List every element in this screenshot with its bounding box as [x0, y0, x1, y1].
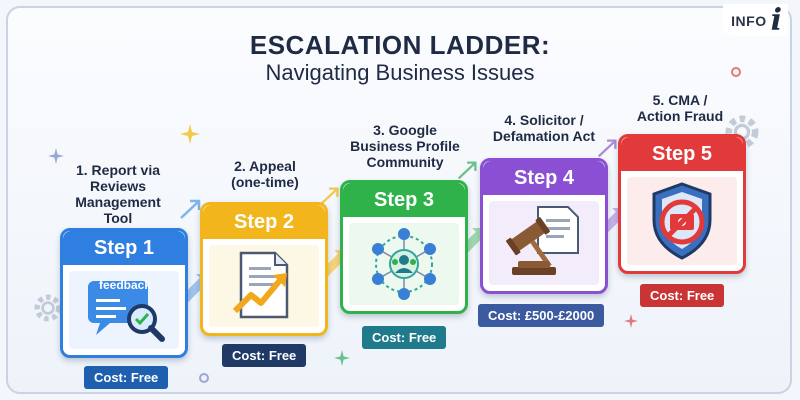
- step-3-cost-badge: Cost: Free: [362, 326, 447, 349]
- step-4-card: Step 4: [480, 158, 608, 294]
- document-growth-chart-icon: [232, 251, 289, 319]
- community-network-icon: [372, 228, 436, 300]
- step-1-label: Step 1: [93, 236, 155, 259]
- sparkle-icon: [624, 314, 638, 328]
- step-3-label: Step 3: [373, 188, 435, 211]
- shield-no-fraud-icon: [652, 182, 712, 260]
- step-5-header: Step 5: [621, 137, 743, 171]
- page-title: ESCALATION LADDER:: [249, 30, 551, 60]
- step-2-cost-badge: Cost: Free: [222, 344, 307, 367]
- page-subtitle: Navigating Business Issues: [265, 60, 535, 85]
- gavel-document-icon: [506, 206, 579, 275]
- step-5-cost-badge: Cost: Free: [640, 284, 725, 307]
- sparkle-icon: [334, 350, 350, 366]
- step-1-header: Step 1: [63, 231, 185, 265]
- info-label: INFO: [731, 13, 767, 29]
- arrow-icon: [180, 199, 201, 219]
- step-3-header: Step 3: [343, 183, 465, 217]
- arrow-icon: [457, 161, 477, 180]
- info-icon: i: [770, 3, 782, 38]
- step-3-description: 3. Google Business Profile Community: [350, 122, 460, 170]
- arrow-icon: [319, 187, 339, 206]
- step-1-cost-badge: Cost: Free: [84, 366, 169, 389]
- info-badge: INFO i: [723, 4, 788, 36]
- sparkle-icon: [48, 148, 64, 164]
- step-4-cost-badge: Cost: £500-£2000: [478, 304, 605, 327]
- circle-decoration-icon: [731, 67, 741, 77]
- step-2-label: Step 2: [233, 210, 295, 233]
- step-5-label: Step 5: [651, 142, 713, 165]
- step-2-card: Step 2: [200, 202, 328, 336]
- step-4-description: 4. Solicitor / Defamation Act: [492, 112, 596, 144]
- feedback-magnifier-icon: [88, 281, 165, 342]
- circle-decoration-icon: [199, 373, 209, 383]
- step-4-label: Step 4: [513, 166, 575, 189]
- step-2-header: Step 2: [203, 205, 325, 239]
- sparkle-icon: [180, 124, 200, 144]
- feedback-icon-text: feedback: [99, 278, 152, 292]
- step-5-description: 5. CMA / Action Fraud: [636, 92, 724, 124]
- gear-icon: [34, 294, 62, 322]
- step-1-card: Step 1 feedback: [60, 228, 188, 358]
- step-5-card: Step 5: [618, 134, 746, 274]
- step-4-header: Step 4: [483, 161, 605, 195]
- step-3-card: Step 3: [340, 180, 468, 314]
- arrow-icon: [597, 139, 617, 158]
- step-2-description: 2. Appeal (one-time): [231, 158, 299, 190]
- step-1-description: 1. Report via Reviews Management Tool: [75, 162, 161, 226]
